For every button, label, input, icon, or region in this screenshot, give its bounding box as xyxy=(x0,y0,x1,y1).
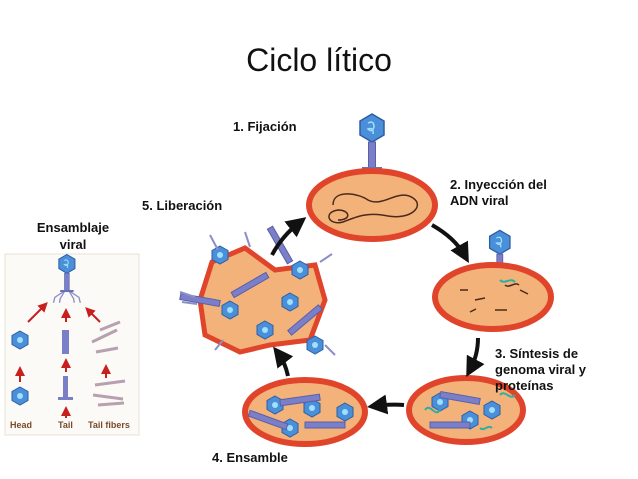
tail-icon xyxy=(62,330,69,354)
step-3-label-line2: genoma viral y xyxy=(495,362,587,377)
step-4-assembly xyxy=(242,377,368,447)
viral-assembly-panel: Ensamblaje viral Head Tail Tail fibers xyxy=(4,220,140,436)
bacterial-cell xyxy=(306,168,438,242)
head-icon xyxy=(11,330,29,350)
arrow-2-to-3 xyxy=(466,337,485,378)
bacterial-cell xyxy=(432,262,554,332)
arrow-1-to-2 xyxy=(431,223,469,263)
step-5-label: 5. Liberación xyxy=(142,198,222,213)
head-icon xyxy=(11,386,29,406)
step-1-attachment xyxy=(306,113,438,242)
step-5-release xyxy=(179,225,336,356)
step-3-synthesis xyxy=(406,375,526,445)
step-4-label: 4. Ensamble xyxy=(212,450,288,465)
head-label: Head xyxy=(10,420,32,430)
tail-label: Tail xyxy=(58,420,73,430)
assembly-title-line2: viral xyxy=(60,237,87,252)
arrow-4-to-5 xyxy=(273,346,294,377)
step-1-label: 1. Fijación xyxy=(233,119,297,134)
tail-fibers-label: Tail fibers xyxy=(88,420,130,430)
step-3-label-line1: 3. Síntesis de xyxy=(495,346,578,361)
arrow-5-to-1 xyxy=(270,217,307,256)
step-2-label-line1: 2. Inyección del xyxy=(450,177,547,192)
step-3-label-line3: proteínas xyxy=(495,378,554,393)
step-2-label-line2: ADN viral xyxy=(450,193,509,208)
page-title: Ciclo lítico xyxy=(246,42,392,78)
arrow-3-to-4 xyxy=(367,394,405,415)
bacterial-dna xyxy=(328,193,419,224)
tail-fibers-icon xyxy=(91,320,126,407)
step-2-injection xyxy=(432,229,554,332)
cycle-arrows xyxy=(270,217,485,415)
assembly-title-line1: Ensamblaje xyxy=(37,220,109,235)
